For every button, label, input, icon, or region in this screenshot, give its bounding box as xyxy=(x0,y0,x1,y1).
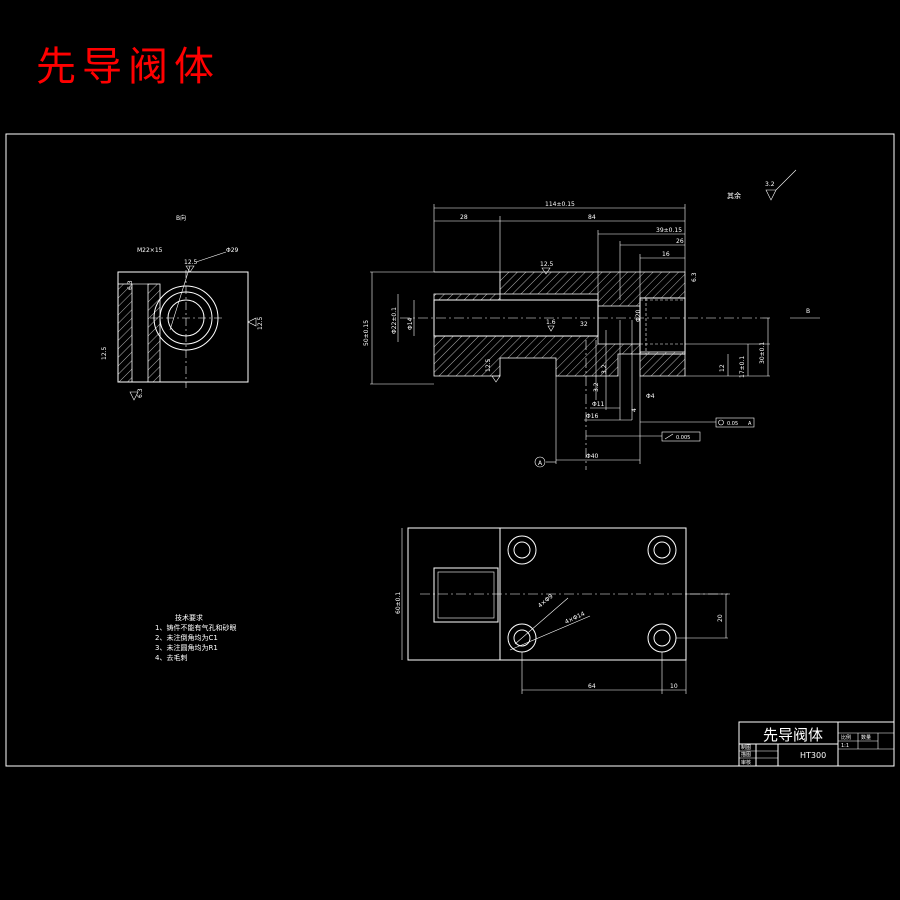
rough-32a: 3.2 xyxy=(593,382,600,392)
tol-perp: 0.005 xyxy=(676,435,690,441)
dim-114: 114±0.15 xyxy=(545,201,575,208)
mount-hole-inner xyxy=(653,629,671,647)
front-view: 114±0.15 28 84 39±0.15 26 16 50±0.15 Φ22… xyxy=(363,201,820,470)
side-leader-dia29 xyxy=(195,251,227,263)
mount-hole-outer xyxy=(647,623,677,653)
dim-10: 10 xyxy=(670,683,678,690)
rest-value: 3.2 xyxy=(765,181,775,188)
side-left-wall xyxy=(117,283,133,383)
tb-material: HT300 xyxy=(800,751,826,760)
tech-notes-heading: 技术要求 xyxy=(175,613,203,622)
mount-hole-inner xyxy=(513,541,531,559)
roughness-symbol-icon xyxy=(541,267,551,275)
drawing-frame xyxy=(5,133,895,767)
dim-17: 17±0.1 xyxy=(739,356,746,378)
dim-dia40: Φ40 xyxy=(586,453,599,460)
tol-frame-perp xyxy=(661,431,701,442)
dim-dia4: Φ4 xyxy=(646,393,655,400)
dim-dia16: Φ16 xyxy=(586,413,599,420)
side-view: B向 M22×15 Φ29 12.5 12.5 12.5 6.3 6.3 xyxy=(101,214,264,401)
tech-note-2: 2、未注倒角均为C1 xyxy=(155,633,218,642)
dim-16: 16 xyxy=(662,251,670,258)
rough-63: 6.3 xyxy=(691,272,698,282)
mount-hole-outer xyxy=(647,535,677,565)
section-label-b: B xyxy=(806,308,810,315)
dim-28: 28 xyxy=(460,214,468,221)
top-view: 4×Φ9 4×Φ14 60±0.1 20 64 10 xyxy=(395,527,730,694)
side-rough-corner: 6.3 xyxy=(127,280,134,290)
dim-20: 20 xyxy=(717,614,724,622)
side-rough-right: 12.5 xyxy=(257,316,264,330)
perpendicularity-icon xyxy=(664,433,674,440)
rough-4: 4 xyxy=(631,408,638,412)
dim-26: 26 xyxy=(676,238,684,245)
mount-hole-outer xyxy=(507,535,537,565)
dim-30: 30±0.1 xyxy=(759,342,766,364)
hole-label-b: 4×Φ14 xyxy=(564,610,586,625)
tech-note-3: 3、未注圆角均为R1 xyxy=(155,643,218,652)
hole-leader xyxy=(514,597,569,645)
front-counterbore xyxy=(639,297,686,355)
tb-scale-value: 1:1 xyxy=(841,743,849,749)
roughness-symbol-icon xyxy=(765,169,797,201)
dim-39: 39±0.15 xyxy=(656,227,682,234)
tol-frame-concentric xyxy=(715,417,755,428)
top-view-boss xyxy=(433,567,499,623)
side-leader-m22 xyxy=(169,265,191,331)
tb-row2: 描图 xyxy=(741,751,751,758)
dim-dia20: Φ20 xyxy=(635,309,642,322)
datum-a: A xyxy=(538,460,543,467)
drawing-title: 先导阀体 xyxy=(36,44,220,90)
dim-12: 12 xyxy=(719,364,726,372)
title-block: 先导阀体 比例 数量 1:1 制图 描图 审核 HT300 xyxy=(738,721,895,767)
tb-part-name: 先导阀体 xyxy=(763,726,823,744)
tb-scale-label: 比例 xyxy=(841,734,851,741)
tech-note-4: 4、去毛刺 xyxy=(155,653,187,662)
roughness-symbol-icon xyxy=(547,325,555,332)
rough-125b: 12.5 xyxy=(485,358,492,372)
dim-dia22: Φ22±0.1 xyxy=(391,307,398,334)
hole-label-a: 4×Φ9 xyxy=(537,593,555,610)
side-rough-bottom: 6.3 xyxy=(137,388,144,398)
rough-125a: 12.5 xyxy=(540,261,554,268)
dim-60: 60±0.1 xyxy=(395,592,402,614)
tb-qty-label: 数量 xyxy=(861,734,871,741)
mount-hole-inner xyxy=(513,629,531,647)
roughness-symbol-icon xyxy=(247,317,257,327)
tol-datum-ref: A xyxy=(748,421,752,427)
view-label-b: B向 xyxy=(176,214,186,222)
side-rough-top: 12.5 xyxy=(184,259,198,266)
side-rough-left: 12.5 xyxy=(101,346,108,360)
dim-32: 32 xyxy=(580,321,588,328)
rest-label: 其余 xyxy=(727,191,741,200)
tech-note-1: 1、铸件不能有气孔和砂眼 xyxy=(155,623,236,632)
rough-16: 1.6 xyxy=(546,319,556,326)
tb-row3: 审核 xyxy=(741,759,751,766)
tech-notes: 技术要求 1、铸件不能有气孔和砂眼 2、未注倒角均为C1 3、未注圆角均为R1 … xyxy=(155,613,236,662)
dim-dia11: Φ11 xyxy=(592,401,605,408)
tol-concentric: 0.05 xyxy=(727,421,738,427)
dim-dia14: Φ14 xyxy=(407,317,414,330)
tb-row1: 制图 xyxy=(741,744,751,751)
front-lower-section xyxy=(433,335,686,377)
mount-hole-inner xyxy=(653,541,671,559)
side-dia-label: Φ29 xyxy=(226,247,239,254)
top-view-boss-inner xyxy=(437,571,495,619)
rough-32b: 3.2 xyxy=(601,364,608,374)
dim-64: 64 xyxy=(588,683,596,690)
roughness-symbol-icon xyxy=(129,391,139,401)
side-thread-label: M22×15 xyxy=(137,247,163,254)
front-upper-section xyxy=(434,271,686,307)
side-inner-wall xyxy=(147,283,161,383)
roughness-symbol-icon xyxy=(185,265,195,273)
hole-leader xyxy=(509,615,591,651)
roughness-symbol-icon xyxy=(491,375,501,383)
front-upper-lip xyxy=(433,293,501,301)
datum-circle xyxy=(534,456,546,468)
dim-50: 50±0.15 xyxy=(363,320,370,346)
concentricity-icon xyxy=(718,419,724,426)
dim-84: 84 xyxy=(588,214,596,221)
